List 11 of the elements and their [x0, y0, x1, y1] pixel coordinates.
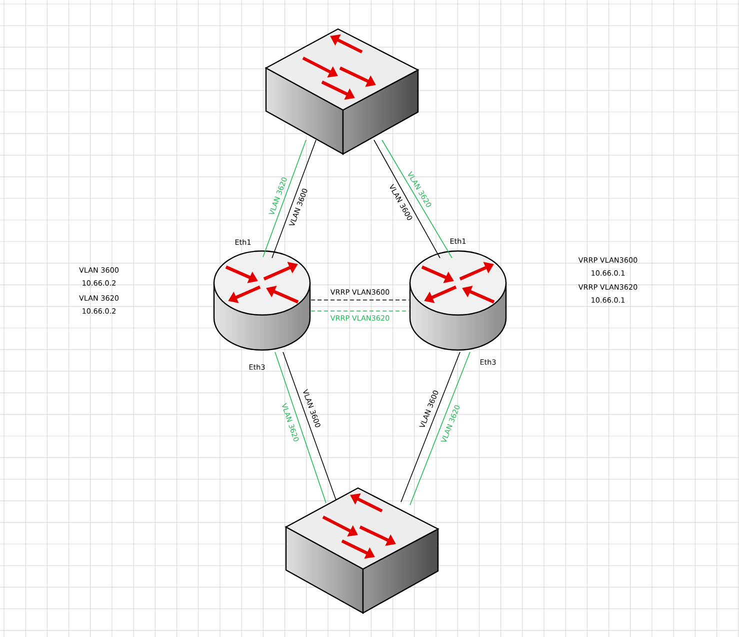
cable-line [274, 352, 326, 504]
cable-line [272, 140, 316, 258]
cable-line [282, 352, 336, 500]
cable-line [262, 140, 306, 258]
cable-line [400, 352, 460, 502]
cable-line [374, 140, 440, 258]
cable-line [382, 140, 452, 258]
cable-line [410, 352, 470, 506]
cable-line [310, 310, 410, 312]
router-drawing [213, 250, 311, 351]
router-drawing [409, 250, 507, 351]
